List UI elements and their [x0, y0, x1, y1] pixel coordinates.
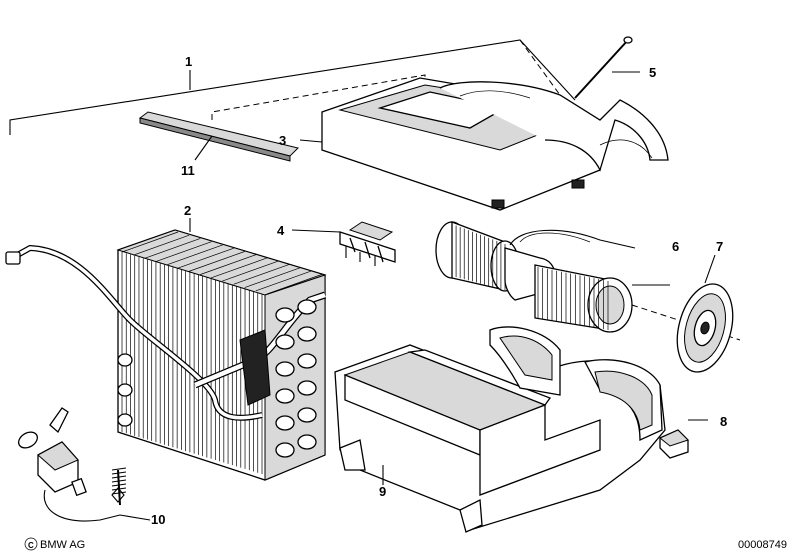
coil-loop [297, 353, 317, 369]
brand-label: BMW AG [40, 539, 85, 551]
coil-loop [297, 380, 317, 396]
callout-8: 8 [720, 414, 727, 429]
coil-loop [275, 361, 295, 377]
coil-loop [275, 334, 295, 350]
coil-loop [297, 434, 317, 450]
coil-loop [275, 388, 295, 404]
hatch-line [244, 267, 301, 288]
coil-loop [117, 353, 133, 367]
evaporator-part-2 [5, 218, 327, 481]
hatch-line [177, 247, 234, 269]
coil-loop [297, 407, 317, 423]
hatch-line [111, 467, 127, 471]
expansion-valve-part-10 [18, 407, 151, 522]
upper-housing-part-3 [299, 77, 669, 211]
callout-6: 6 [672, 239, 679, 254]
hatch-line [188, 251, 246, 272]
cover-plate-part-7 [676, 254, 734, 373]
hatch-line [144, 238, 201, 259]
hatch-line [166, 244, 223, 266]
hatch-line [266, 273, 324, 295]
callout-10: 10 [151, 512, 165, 527]
hatch-line [233, 263, 290, 285]
coil-loop [117, 413, 133, 427]
seal-strip-part-11 [138, 111, 299, 162]
callout-labels: 1 2 3 4 5 6 7 8 9 10 11 [151, 54, 727, 527]
hatch-line [222, 260, 279, 282]
hatch-line [255, 270, 312, 292]
hatch-line [211, 257, 268, 279]
coil-loop [275, 415, 295, 431]
hatch-line [111, 471, 127, 475]
hatch-line [111, 483, 127, 487]
callout-4: 4 [277, 223, 285, 238]
hatch-line [111, 479, 127, 483]
coil-loop [117, 383, 133, 397]
footer: C BMW AG 00008749 [24, 537, 787, 551]
callout-3: 3 [279, 133, 286, 148]
resistor-part-4 [291, 221, 396, 266]
coil-loop [275, 442, 295, 458]
callout-2: 2 [184, 203, 191, 218]
pin-part-5 [574, 36, 640, 99]
coil-loop [275, 307, 295, 323]
hatch-line [111, 475, 127, 479]
coil-loop [297, 326, 317, 342]
copyright-icon-glyph: C [28, 541, 34, 550]
callout-1: 1 [185, 54, 192, 69]
copyright-icon [24, 537, 38, 551]
coil-loop [297, 299, 317, 315]
clip-part-8 [659, 419, 708, 459]
callout-7: 7 [716, 239, 723, 254]
hatch-line [133, 234, 190, 256]
hatch-line [121, 231, 179, 253]
doc-number: 00008749 [738, 539, 787, 551]
hatch-line [199, 254, 257, 275]
callout-5: 5 [649, 65, 656, 80]
hatch-line [111, 491, 127, 495]
callout-9: 9 [379, 484, 386, 499]
hatch-line [111, 487, 127, 491]
blower-part-6 [435, 221, 741, 341]
lower-housing-part-9 [334, 326, 666, 533]
hatch-line [155, 241, 212, 263]
callout-11: 11 [181, 163, 195, 178]
